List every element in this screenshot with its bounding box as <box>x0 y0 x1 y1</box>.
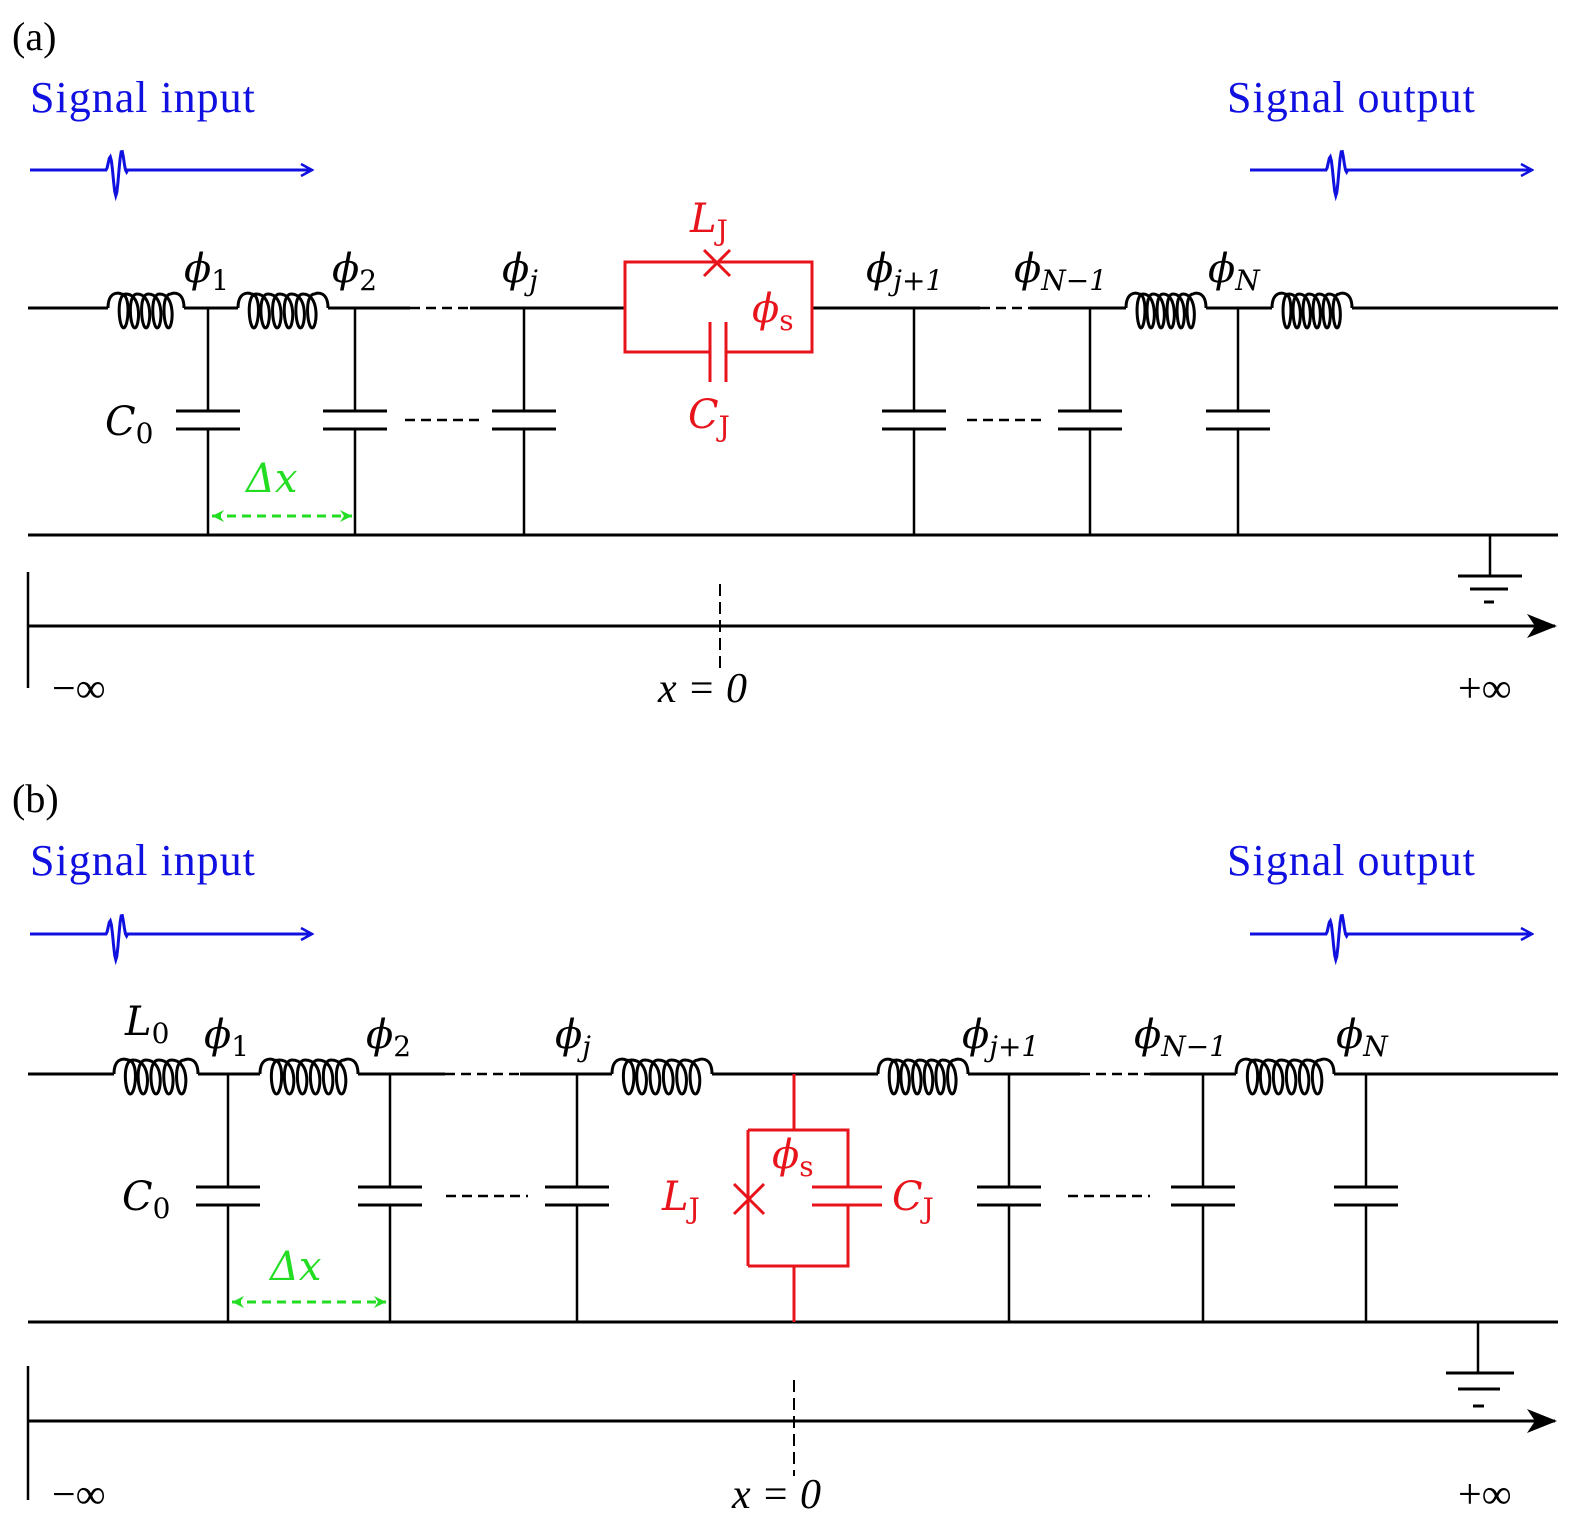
inductance-label: L0 <box>124 999 169 1050</box>
capacitor-icon <box>977 1074 1041 1322</box>
inductor-icon <box>1124 291 1208 330</box>
node-label: ϕj <box>502 246 538 297</box>
capacitor-icon <box>1171 1074 1235 1322</box>
junction-cross-icon <box>732 1182 766 1216</box>
axis-center-label: x = 0 <box>731 1472 821 1518</box>
capacitance-label: C0 <box>105 399 153 450</box>
svg-text:ϕN: ϕN <box>1208 246 1261 297</box>
junction-capacitance-label: CJ <box>688 392 730 443</box>
junction-capacitance-label: CJ <box>892 1174 934 1225</box>
node-label: ϕ1 <box>184 246 229 297</box>
svg-text:ϕ1: ϕ1 <box>204 1012 249 1063</box>
node-label: ϕN <box>1208 246 1261 297</box>
inductor-icon <box>106 291 186 330</box>
ground-icon <box>1458 535 1522 604</box>
signal-input-wave-icon <box>30 913 312 966</box>
svg-text:ϕj+1: ϕj+1 <box>866 246 943 297</box>
signal-output-wave-icon <box>1250 913 1532 966</box>
junction-phase-label: ϕs <box>752 286 794 337</box>
node-label: ϕj+1 <box>962 1012 1039 1063</box>
svg-text:ϕj+1: ϕj+1 <box>962 1012 1039 1063</box>
svg-text:ϕN−1: ϕN−1 <box>1134 1012 1227 1063</box>
capacitor-icon <box>1058 308 1122 535</box>
junction-inductance-label: LJ <box>689 196 728 247</box>
capacitance-label: C0 <box>122 1174 170 1225</box>
capacitor-icon <box>196 1074 260 1322</box>
node-label: ϕN−1 <box>1014 246 1107 297</box>
signal-output-label: Signal output <box>1227 73 1476 122</box>
inductor-icon <box>258 1057 360 1096</box>
capacitor-icon <box>1334 1074 1398 1322</box>
node-label: ϕ1 <box>204 1012 249 1063</box>
axis-right-label: +∞ <box>1458 666 1512 712</box>
capacitor-icon <box>882 308 946 535</box>
svg-text:ϕ2: ϕ2 <box>366 1012 411 1063</box>
svg-text:L0: L0 <box>124 999 169 1050</box>
spacing-label: Δx <box>244 456 297 502</box>
panel-a: (a) Signal input Signal output <box>12 14 1558 712</box>
inductor-icon <box>876 1057 970 1096</box>
svg-text:C0: C0 <box>122 1174 170 1225</box>
inductor-icon <box>1234 1057 1336 1096</box>
svg-text:ϕj: ϕj <box>555 1012 591 1063</box>
axis-center-label: x = 0 <box>657 666 747 712</box>
panel-b: (b) Signal input Signal output <box>12 776 1558 1518</box>
ground-icon <box>1446 1322 1514 1408</box>
signal-input-wave-icon <box>30 149 312 202</box>
svg-text:ϕN−1: ϕN−1 <box>1014 246 1107 297</box>
node-label: ϕj <box>555 1012 591 1063</box>
inductor-icon <box>1270 291 1354 330</box>
inductor-icon <box>610 1057 714 1096</box>
node-label: ϕj+1 <box>866 246 943 297</box>
signal-output-wave-icon <box>1250 149 1532 202</box>
capacitor-icon <box>176 308 240 535</box>
node-label: ϕ2 <box>332 246 377 297</box>
spacing-label: Δx <box>268 1244 321 1290</box>
svg-text:ϕ1: ϕ1 <box>184 246 229 297</box>
capacitor-icon <box>323 308 387 535</box>
panel-a-label: (a) <box>12 14 56 59</box>
capacitor-icon <box>358 1074 422 1322</box>
junction-cross-icon <box>702 248 732 278</box>
inductor-icon <box>236 291 330 330</box>
panel-b-label: (b) <box>12 776 59 821</box>
svg-text:C0: C0 <box>105 399 153 450</box>
josephson-junction-shunt: LJ CJ ϕs <box>661 1074 934 1322</box>
junction-inductance-label: LJ <box>661 1174 700 1225</box>
axis-left-label: −∞ <box>52 1472 106 1518</box>
signal-output-label: Signal output <box>1227 836 1476 885</box>
svg-text:ϕN: ϕN <box>1336 1012 1389 1063</box>
josephson-junction-series: LJ CJ ϕs <box>623 196 814 443</box>
junction-phase-label: ϕs <box>772 1132 814 1183</box>
signal-input-label: Signal input <box>30 73 256 122</box>
position-axis: −∞ x = 0 +∞ <box>26 1366 1557 1518</box>
axis-right-label: +∞ <box>1458 1472 1512 1518</box>
node-label: ϕN−1 <box>1134 1012 1227 1063</box>
capacitor-icon <box>1206 308 1270 535</box>
position-axis: −∞ x = 0 +∞ <box>26 572 1557 712</box>
signal-input-label: Signal input <box>30 836 256 885</box>
node-label: ϕ2 <box>366 1012 411 1063</box>
svg-text:ϕj: ϕj <box>502 246 538 297</box>
node-label: ϕN <box>1336 1012 1389 1063</box>
inductor-icon <box>112 1057 200 1096</box>
svg-text:ϕ2: ϕ2 <box>332 246 377 297</box>
capacitor-icon <box>545 1074 609 1322</box>
axis-left-label: −∞ <box>52 666 106 712</box>
capacitor-icon <box>492 308 556 535</box>
